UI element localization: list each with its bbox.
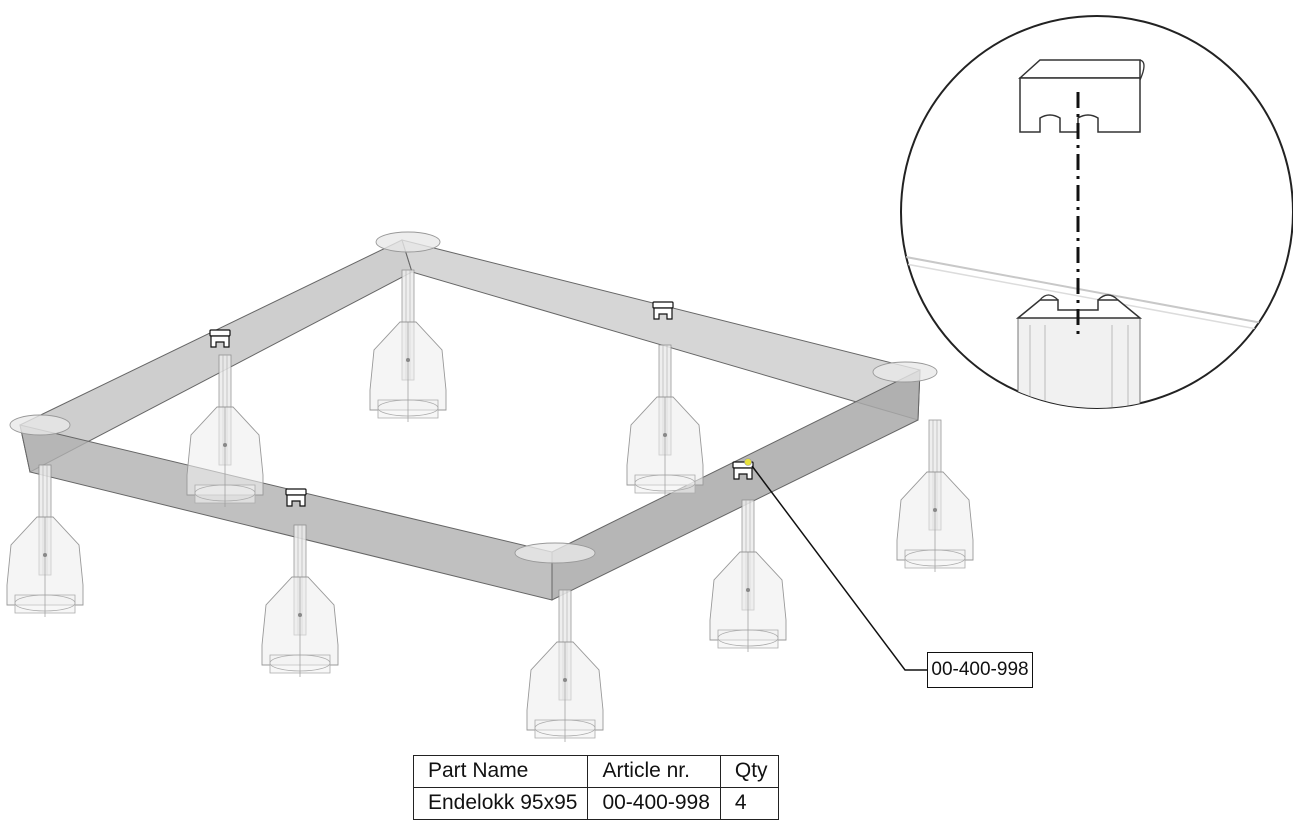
- cell-part-name: Endelokk 95x95: [412, 787, 589, 820]
- frame: [9, 231, 938, 601]
- table-header-row: Part Name Article nr. Qty: [412, 755, 779, 788]
- posts: [6, 269, 974, 743]
- parts-table: Part Name Article nr. Qty Endelokk 95x95…: [412, 755, 779, 820]
- header-article-nr: Article nr.: [587, 755, 721, 788]
- header-part-name: Part Name: [412, 755, 589, 788]
- end-caps: [209, 301, 754, 507]
- callout-article-label: 00-400-998: [927, 652, 1033, 688]
- leader-line: [751, 465, 927, 671]
- header-qty: Qty: [719, 755, 779, 788]
- end-cap-icon: [1018, 59, 1145, 133]
- detail-view: [900, 15, 1293, 409]
- table-row: Endelokk 95x95 00-400-998 4: [412, 787, 779, 820]
- cell-article-nr: 00-400-998: [587, 787, 721, 820]
- cell-qty: 4: [719, 787, 779, 820]
